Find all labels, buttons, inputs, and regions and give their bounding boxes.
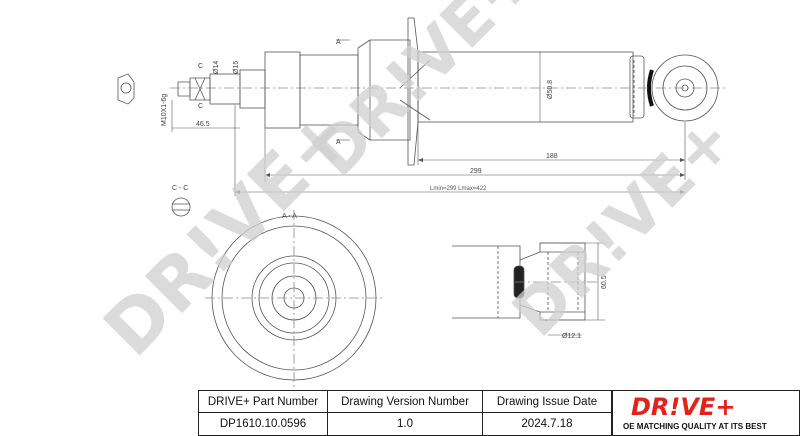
section-label-c2: C xyxy=(198,103,203,110)
version-value: 1.0 xyxy=(327,412,483,436)
dim-15: Ø15 xyxy=(233,61,240,74)
dim-lmin-lmax: Lmin=299 Lmax=422 xyxy=(430,186,487,192)
dim-188: 188 xyxy=(546,153,558,160)
part-number-value: DP1610.10.0596 xyxy=(198,412,328,436)
section-label-cc: C - C xyxy=(172,185,188,192)
watermark-2: DR!VE+ xyxy=(299,0,548,191)
eye-detail-view xyxy=(452,242,600,321)
dim-46-5: 46.5 xyxy=(196,121,210,128)
dim-14: Ø14 xyxy=(213,61,220,74)
version-label: Drawing Version Number xyxy=(327,390,483,413)
issue-date-label: Drawing Issue Date xyxy=(482,390,612,413)
body-end-cap xyxy=(629,55,645,119)
section-aa-view xyxy=(205,210,385,388)
dim-thread: M10X1-6g xyxy=(161,94,168,126)
dim-12-1: Ø12.1 xyxy=(562,333,581,340)
brand-logo: DR!VE+ OE MATCHING QUALITY AT ITS BEST xyxy=(612,390,800,436)
part-number-label: DRIVE+ Part Number xyxy=(198,390,328,413)
section-label-c1: C xyxy=(198,63,203,70)
issue-date-value: 2024.7.18 xyxy=(482,412,612,436)
dim-50-8: Ø50.8 xyxy=(547,80,554,99)
section-label-a-top: A xyxy=(336,39,341,46)
section-cc-view xyxy=(171,197,191,217)
section-label-a-bottom: A xyxy=(336,139,341,146)
watermark-3: DR!VE+ xyxy=(499,102,748,351)
technical-drawing: 188 299 Lmin=299 Lmax=422 46.5 Ø50.8 Ø14… xyxy=(88,0,748,388)
title-block: DRIVE+ Part Number Drawing Version Numbe… xyxy=(198,390,800,436)
dim-60-5: 60.5 xyxy=(601,275,608,289)
logo-tagline: OE MATCHING QUALITY AT ITS BEST xyxy=(623,422,767,431)
nut xyxy=(117,73,135,105)
logo-text: DR!VE+ xyxy=(631,393,736,421)
dim-299: 299 xyxy=(470,168,482,175)
